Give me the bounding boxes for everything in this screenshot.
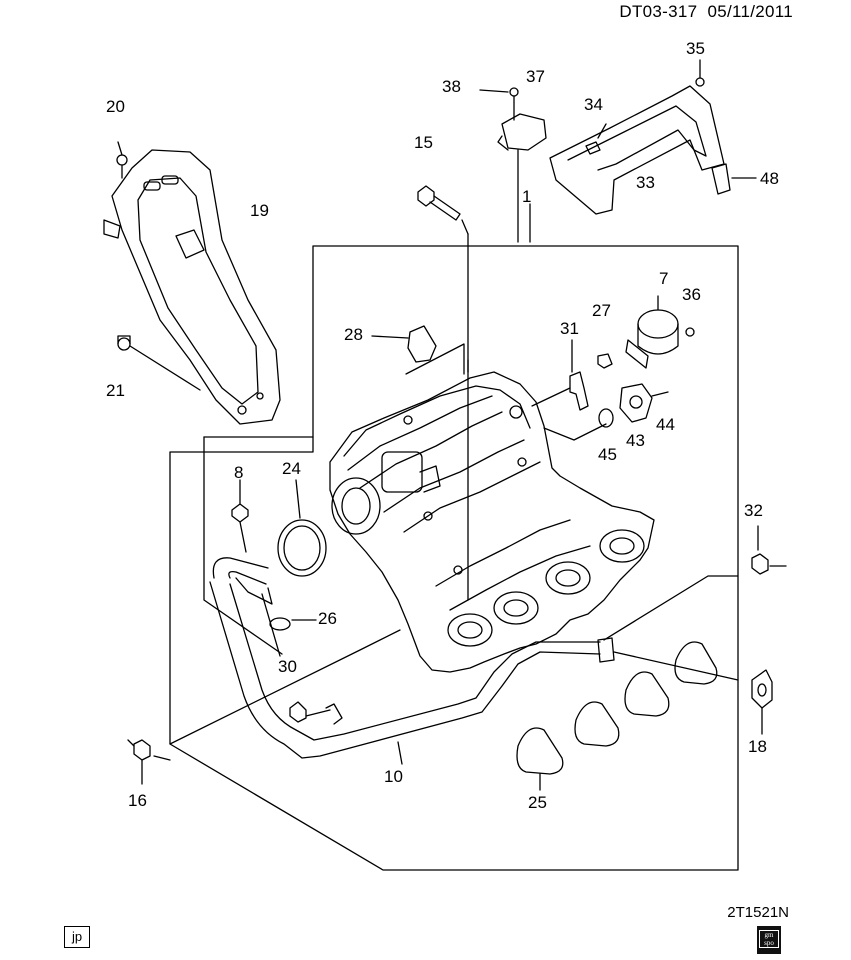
callout-27: 27 <box>592 301 611 320</box>
callout-33: 33 <box>636 173 655 192</box>
callout-24: 24 <box>282 459 301 478</box>
callout-43: 43 <box>626 431 645 450</box>
callout-44: 44 <box>656 415 675 434</box>
callout-7: 7 <box>659 269 668 288</box>
doc-id: DT03-317 <box>619 2 698 21</box>
gasket-18-drawing <box>751 669 773 735</box>
callout-21: 21 <box>106 381 125 400</box>
callout-1: 1 <box>522 187 531 206</box>
callout-48: 48 <box>760 169 779 188</box>
gasket-24-drawing <box>277 519 327 577</box>
bolt-21-drawing <box>117 335 201 391</box>
clip-28-drawing <box>371 325 465 375</box>
nut-16-drawing <box>127 629 401 785</box>
region-badge: jp <box>64 926 90 948</box>
callout-34: 34 <box>584 95 603 114</box>
cover-33-drawing <box>549 59 757 215</box>
bolt-8-drawing <box>231 479 249 553</box>
callout-45: 45 <box>598 445 617 464</box>
nut-32-drawing <box>751 525 787 575</box>
callout-36: 36 <box>682 285 701 304</box>
callout-32: 32 <box>744 501 763 520</box>
diagram-header: DT03-317 05/11/2011 <box>619 2 793 22</box>
callout-20: 20 <box>106 97 125 116</box>
egr-pipe-10-drawing <box>209 557 739 765</box>
diagram-code: 2T1521N <box>727 904 789 921</box>
assembly-frame <box>169 245 739 871</box>
callout-labels: 1 7 8 10 15 16 18 19 20 21 24 25 26 27 2… <box>106 39 779 812</box>
washer-26-drawing <box>269 617 291 631</box>
bracket-31-drawing <box>531 339 613 411</box>
callout-25: 25 <box>528 793 547 812</box>
sensor-37-drawing <box>479 87 547 243</box>
callout-10: 10 <box>384 767 403 786</box>
bolt-15-drawing <box>417 185 469 601</box>
callout-19: 19 <box>250 201 269 220</box>
callout-37: 37 <box>526 67 545 86</box>
doc-date: 05/11/2011 <box>707 2 793 21</box>
bolt-20-drawing <box>116 141 128 179</box>
callout-26: 26 <box>318 609 337 628</box>
callout-30: 30 <box>278 657 297 676</box>
callout-18: 18 <box>748 737 767 756</box>
callout-15: 15 <box>414 133 433 152</box>
callout-8: 8 <box>234 463 243 482</box>
callout-28: 28 <box>344 325 363 344</box>
bracket-19-drawing <box>103 149 281 425</box>
callout-35: 35 <box>686 39 705 58</box>
manifold-drawing <box>329 359 655 673</box>
callout-38: 38 <box>442 77 461 96</box>
callout-31: 31 <box>560 319 579 338</box>
port-gaskets-25-drawing <box>516 575 739 791</box>
callout-16: 16 <box>128 791 147 810</box>
actuator-7-drawing <box>625 295 695 369</box>
sensor-43-drawing <box>543 383 669 441</box>
